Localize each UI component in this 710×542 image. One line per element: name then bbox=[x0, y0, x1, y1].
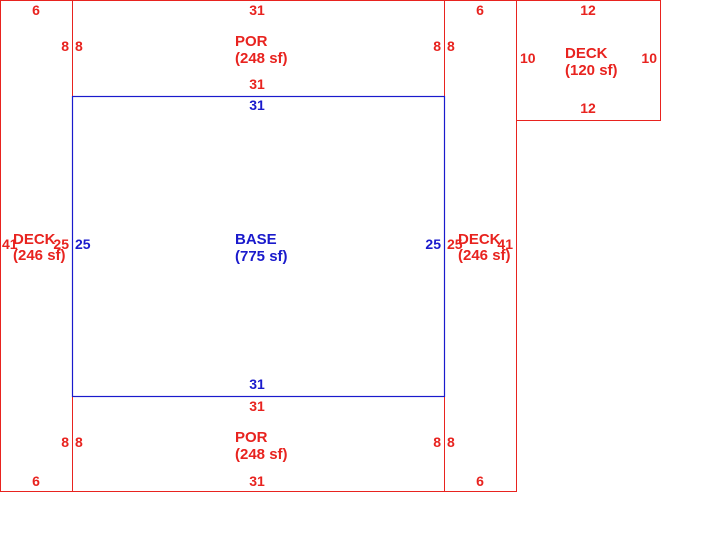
deck-left-name: DECK bbox=[13, 231, 56, 248]
deck-small-name: DECK bbox=[565, 45, 608, 62]
deck-left-dim-8-upper: 8 bbox=[61, 38, 69, 54]
deck-left-area: (246 sf) bbox=[13, 247, 66, 264]
deck-left-dim-right: 25 bbox=[53, 236, 69, 252]
deck-left-dim-left: 41 bbox=[2, 236, 18, 252]
deck-right-area: (246 sf) bbox=[458, 247, 511, 264]
base-dim-left: 25 bbox=[75, 236, 91, 252]
deck-small-dim-top: 12 bbox=[580, 2, 596, 18]
deck-small-dim-right: 10 bbox=[641, 50, 657, 66]
deck-small-outline bbox=[516, 0, 661, 121]
deck-right-dim-left: 25 bbox=[447, 236, 463, 252]
deck-right-dim-top: 6 bbox=[476, 2, 484, 18]
por-bottom-area: (248 sf) bbox=[235, 446, 288, 463]
base-dim-right: 25 bbox=[425, 236, 441, 252]
deck-left-dim-8-lower: 8 bbox=[61, 434, 69, 450]
base-dim-bottom: 31 bbox=[249, 376, 265, 392]
por-bottom-dim-bottom: 31 bbox=[249, 473, 265, 489]
deck-small-dim-left: 10 bbox=[520, 50, 536, 66]
deck-right-name: DECK bbox=[458, 231, 501, 248]
por-top-dim-bottom: 31 bbox=[249, 76, 265, 92]
por-top-dim-left: 8 bbox=[75, 38, 83, 54]
deck-small-dim-bottom: 12 bbox=[580, 100, 596, 116]
por-top-name: POR bbox=[235, 33, 268, 50]
deck-right-dim-right: 41 bbox=[497, 236, 513, 252]
deck-right-dim-8-upper: 8 bbox=[447, 38, 455, 54]
base-dim-top: 31 bbox=[249, 97, 265, 113]
deck-left-dim-bottom: 6 bbox=[32, 473, 40, 489]
por-top-dim-top: 31 bbox=[249, 2, 265, 18]
por-bottom-dim-right: 8 bbox=[433, 434, 441, 450]
base-name: BASE bbox=[235, 231, 277, 248]
por-bottom-name: POR bbox=[235, 429, 268, 446]
base-area: (775 sf) bbox=[235, 248, 288, 265]
deck-small-area: (120 sf) bbox=[565, 62, 618, 79]
por-top-area: (248 sf) bbox=[235, 50, 288, 67]
deck-left-dim-top: 6 bbox=[32, 2, 40, 18]
por-bottom-dim-top: 31 bbox=[249, 398, 265, 414]
deck-right-dim-8-lower: 8 bbox=[447, 434, 455, 450]
por-top-dim-right: 8 bbox=[433, 38, 441, 54]
base-outline bbox=[71, 95, 446, 398]
por-bottom-dim-left: 8 bbox=[75, 434, 83, 450]
deck-right-dim-bottom: 6 bbox=[476, 473, 484, 489]
